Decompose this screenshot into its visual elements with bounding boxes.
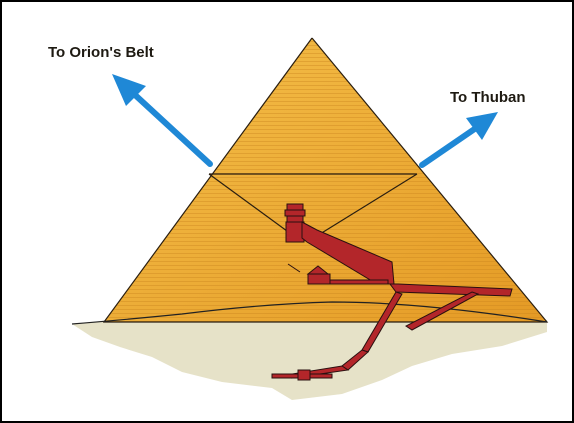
label-to-orions-belt: To Orion's Belt xyxy=(48,44,154,61)
arrow-to-thuban xyxy=(422,112,498,165)
label-to-thuban: To Thuban xyxy=(450,89,526,106)
arrow-to-orions-belt xyxy=(112,74,210,164)
